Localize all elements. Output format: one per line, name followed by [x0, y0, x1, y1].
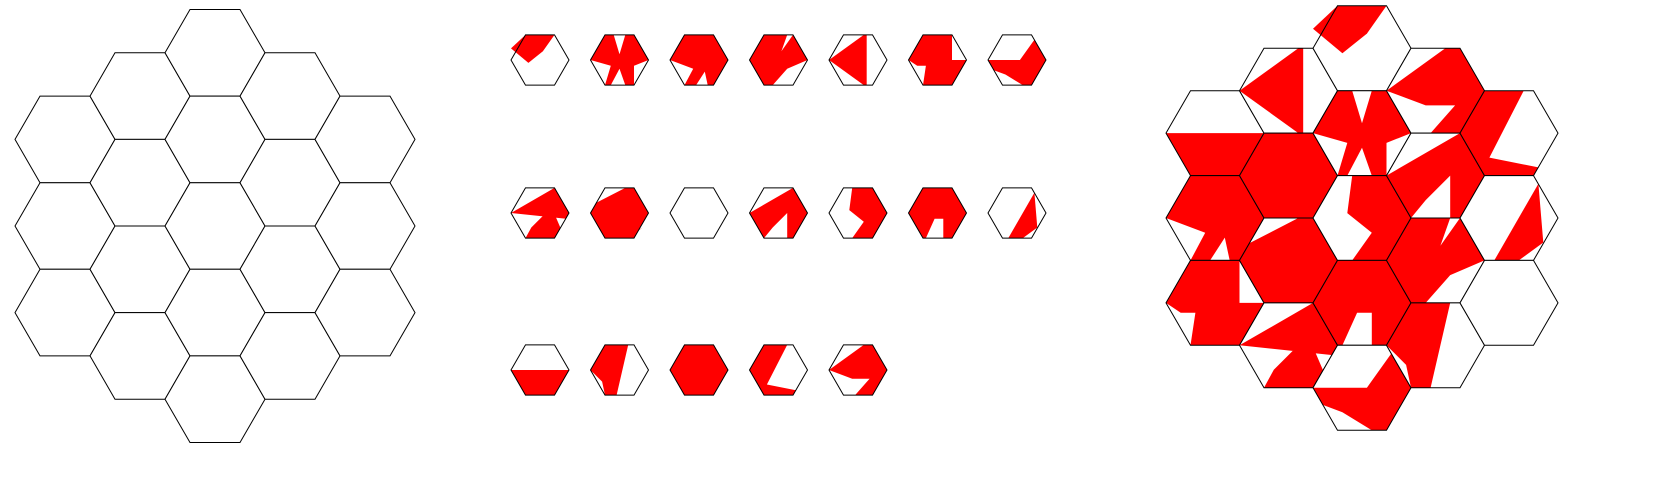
- piece-outline: [907, 187, 968, 239]
- piece-p[interactable]: [589, 344, 650, 396]
- piece-red-region: [511, 370, 569, 396]
- piece-h[interactable]: [510, 187, 570, 239]
- piece-outline: [510, 34, 570, 86]
- piece-red-region: [1386, 218, 1485, 303]
- piece-f[interactable]: [1165, 259, 1265, 346]
- piece-background: [670, 187, 728, 239]
- piece-m[interactable]: [907, 187, 968, 239]
- piece-red-region: [511, 187, 569, 239]
- piece-red-region: [1239, 133, 1338, 218]
- piece-outline: [589, 34, 650, 86]
- piece-n[interactable]: [987, 187, 1047, 239]
- piece-red-region: [908, 187, 967, 239]
- piece-outline: [987, 34, 1047, 86]
- piece-e[interactable]: [828, 34, 888, 86]
- piece-red-region: [1166, 260, 1264, 346]
- piece-red-region: [1239, 48, 1304, 134]
- piece-outline: [907, 34, 968, 86]
- piece-outline: [669, 187, 729, 239]
- piece-r[interactable]: [748, 344, 809, 396]
- piece-red-region: [1494, 183, 1544, 261]
- piece-red-region: [1313, 260, 1411, 346]
- piece-red-region: [1313, 353, 1411, 431]
- piece-red-region: [1313, 5, 1387, 54]
- piece-red-region: [590, 34, 649, 86]
- piece-m[interactable]: [1312, 259, 1412, 346]
- piece-outline: [828, 34, 888, 86]
- piece-i[interactable]: [1238, 217, 1339, 304]
- piece-red-region: [1008, 192, 1038, 239]
- piece-red-region: [1386, 48, 1485, 134]
- piece-n[interactable]: [1459, 175, 1559, 261]
- piece-red-region: [590, 344, 629, 396]
- piece-red-region: [829, 344, 887, 396]
- piece-outline: [669, 34, 729, 86]
- piece-outline: [987, 187, 1047, 239]
- piece-outline: [1459, 259, 1559, 346]
- piece-k[interactable]: [748, 187, 809, 239]
- piece-red-region: [1347, 175, 1411, 261]
- piece-red-region: [749, 344, 796, 396]
- piece-red-region: [1460, 90, 1539, 176]
- piece-background: [1460, 260, 1558, 346]
- piece-outline: [748, 344, 809, 396]
- piece-l[interactable]: [1312, 175, 1412, 261]
- piece-outline: [828, 344, 888, 396]
- piece-outline: [589, 187, 650, 239]
- piece-f[interactable]: [907, 34, 968, 86]
- piece-red-region: [849, 187, 887, 239]
- piece-outline: [828, 187, 888, 239]
- piece-o[interactable]: [1165, 90, 1265, 177]
- piece-j[interactable]: [1459, 259, 1559, 346]
- piece-red-region: [1166, 133, 1264, 176]
- piece-d[interactable]: [748, 34, 809, 86]
- piece-red-region: [988, 39, 1046, 86]
- piece-j[interactable]: [669, 187, 729, 239]
- piece-red-region: [1239, 302, 1338, 388]
- piece-outline: [510, 344, 570, 396]
- piece-red-region: [908, 34, 967, 86]
- piece-outline: [510, 187, 570, 239]
- piece-h[interactable]: [1238, 302, 1339, 389]
- piece-s[interactable]: [828, 344, 888, 396]
- piece-tray: [510, 34, 1047, 396]
- piece-red-region: [1166, 175, 1264, 261]
- piece-outline: [669, 344, 729, 396]
- solved-hex-board: [1165, 5, 1559, 431]
- piece-b[interactable]: [1312, 90, 1412, 177]
- piece-c[interactable]: [669, 34, 729, 86]
- piece-red-region: [1313, 90, 1411, 176]
- piece-red-region: [1386, 133, 1485, 218]
- board-cell[interactable]: [314, 268, 416, 357]
- piece-red-region: [749, 187, 808, 239]
- piece-o[interactable]: [510, 344, 570, 396]
- piece-g[interactable]: [1312, 344, 1412, 431]
- piece-i[interactable]: [589, 187, 650, 239]
- piece-outline: [589, 344, 650, 396]
- piece-r[interactable]: [1459, 90, 1559, 177]
- piece-l[interactable]: [828, 187, 888, 239]
- piece-red-region: [1386, 302, 1451, 388]
- piece-c[interactable]: [1165, 175, 1265, 261]
- piece-p[interactable]: [1385, 302, 1486, 389]
- piece-outline: [748, 187, 809, 239]
- piece-red-region: [590, 187, 649, 239]
- piece-q[interactable]: [669, 344, 729, 396]
- piece-outline: [748, 34, 809, 86]
- empty-hex-board: [14, 9, 416, 443]
- piece-red-region: [670, 344, 728, 396]
- piece-red-region: [670, 34, 728, 86]
- piece-k[interactable]: [1385, 132, 1486, 219]
- piece-red-region: [749, 34, 808, 86]
- piece-red-region: [1239, 218, 1338, 303]
- piece-g[interactable]: [987, 34, 1047, 86]
- piece-red-region: [829, 34, 867, 86]
- piece-a[interactable]: [510, 34, 570, 86]
- piece-a[interactable]: [1312, 5, 1412, 92]
- piece-b[interactable]: [589, 34, 650, 86]
